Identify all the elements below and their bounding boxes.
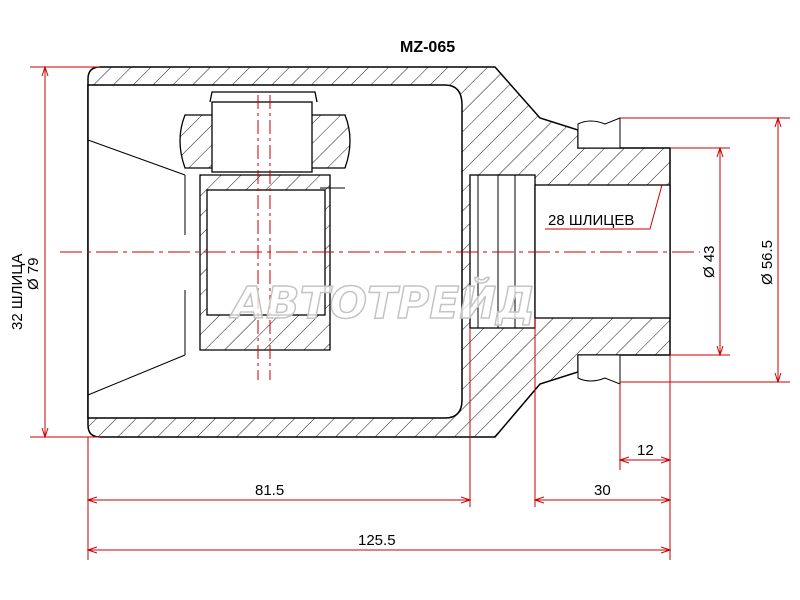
- inner-splines-label: 28 ШЛИЦЕВ: [548, 212, 634, 229]
- diameter-43-label: Ø 43: [701, 245, 718, 278]
- diameter-56-5-label: Ø 56.5: [759, 240, 776, 285]
- watermark: АВТОТРЕЙД: [229, 276, 535, 329]
- length-81-5-label: 81.5: [255, 482, 284, 499]
- dimension-lines: [30, 67, 790, 560]
- length-30-label: 30: [594, 482, 611, 499]
- length-125-5-label: 125.5: [358, 532, 396, 549]
- part-number-title: MZ-065: [400, 39, 455, 56]
- tripod: [179, 91, 351, 380]
- length-12-label: 12: [637, 442, 654, 459]
- outer-splines-label: 32 ШЛИЦА: [9, 254, 26, 330]
- outer-diameter-label: Ø 79: [25, 257, 42, 290]
